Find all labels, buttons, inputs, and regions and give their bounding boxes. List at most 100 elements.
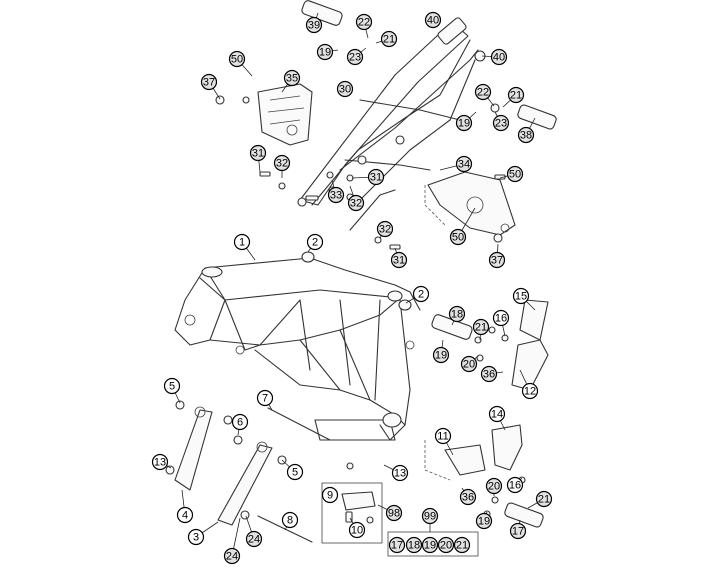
callout-label: 19 (478, 516, 490, 528)
callout-label: 39 (308, 20, 320, 32)
callout-label: 35 (286, 73, 298, 85)
callout-label: 99 (424, 511, 436, 523)
callout-circle (421, 507, 439, 525)
callout-label: 13 (154, 457, 166, 469)
callout-label: 5 (169, 381, 175, 393)
callout-label: 2 (418, 289, 424, 301)
callout-c14: 14 (488, 405, 506, 423)
callout-c20b: 20 (485, 477, 503, 495)
callout-c50a: 50 (228, 50, 246, 68)
callout-circle (336, 80, 354, 98)
callout-c31a: 31 (249, 144, 267, 162)
callout-label: 6 (237, 417, 243, 429)
callout-c20a: 20 (460, 355, 478, 373)
callout-c33: 33 (327, 186, 345, 204)
callout-c18a: 18 (448, 305, 466, 323)
callout-c37b: 37 (488, 251, 506, 269)
callout-label: 32 (350, 198, 362, 210)
long-bolt-7 (267, 407, 331, 441)
lower-footpeg (504, 502, 544, 528)
upper-hardware (215, 50, 506, 250)
callout-c24a: 24 (223, 547, 241, 565)
callout-c5a: 5 (163, 377, 181, 395)
callout-label: 2 (312, 237, 318, 249)
callout-c6: 6 (231, 413, 249, 431)
callout-circle (485, 477, 503, 495)
callout-label: 20 (488, 481, 500, 493)
callout-label: 40 (427, 15, 439, 27)
callout-label: 19 (319, 47, 331, 59)
callout-label: 31 (370, 172, 382, 184)
callout-label: 40 (493, 52, 505, 64)
callout-label: 9 (327, 490, 333, 502)
callout-label: 19 (435, 350, 447, 362)
callout-c12: 12 (521, 382, 539, 400)
callout-circle (380, 30, 398, 48)
callout-c18b: 18 (405, 536, 423, 554)
callout-label: 7 (262, 393, 268, 405)
callout-circle (281, 511, 299, 529)
callout-circle (305, 16, 323, 34)
callout-circle (506, 476, 524, 494)
callout-circle (434, 427, 452, 445)
callout-circle (460, 355, 478, 373)
callout-circle (163, 377, 181, 395)
callout-c9: 9 (321, 486, 339, 504)
callout-label: 30 (339, 84, 351, 96)
callout-label: 17 (512, 526, 524, 538)
callout-circle (453, 536, 471, 554)
callout-c21b: 21 (507, 86, 525, 104)
callout-label: 14 (491, 409, 503, 421)
callout-circle (507, 86, 525, 104)
callout-c23b: 23 (492, 114, 510, 132)
callout-c16b: 16 (506, 476, 524, 494)
callout-circle (390, 251, 408, 269)
callout-c19c: 19 (432, 346, 450, 364)
callout-circle (437, 536, 455, 554)
callout-c22b: 22 (474, 83, 492, 101)
callout-label: 50 (509, 169, 521, 181)
callout-c50b: 50 (506, 165, 524, 183)
callout-c37a: 37 (200, 73, 218, 91)
callout-circle (231, 413, 249, 431)
callout-label: 23 (495, 118, 507, 130)
callout-circle (355, 13, 373, 31)
right-rear-brackets (424, 299, 549, 481)
callout-circle (249, 144, 267, 162)
callout-circle (327, 186, 345, 204)
callout-circle (475, 512, 493, 530)
callout-c7: 7 (256, 389, 274, 407)
callout-label: 21 (510, 90, 522, 102)
callout-label: 19 (424, 540, 436, 552)
callout-c36b: 36 (459, 488, 477, 506)
callout-c19d: 19 (475, 512, 493, 530)
callout-c34: 34 (455, 155, 473, 173)
callout-label: 16 (509, 480, 521, 492)
callout-circle (187, 528, 205, 546)
callout-label: 11 (437, 431, 448, 443)
left-linkage (165, 400, 287, 526)
callout-circle (512, 287, 530, 305)
callout-c4: 4 (176, 506, 194, 524)
callout-label: 36 (462, 492, 474, 504)
callout-circle (521, 382, 539, 400)
callout-label: 18 (451, 309, 463, 321)
callout-circle (492, 309, 510, 327)
callout-circle (245, 530, 263, 548)
callout-c8: 8 (281, 511, 299, 529)
callout-label: 31 (393, 255, 405, 267)
callout-label: 3 (193, 532, 199, 544)
kit-box-9 (321, 482, 383, 544)
callout-circle (405, 536, 423, 554)
callout-c32c: 32 (376, 220, 394, 238)
callout-circle (388, 536, 406, 554)
callout-c35: 35 (283, 69, 301, 87)
callout-label: 50 (452, 232, 464, 244)
callout-label: 37 (203, 77, 215, 89)
callout-label: 18 (408, 540, 420, 552)
callout-c19b: 19 (455, 114, 473, 132)
callout-circle (474, 83, 492, 101)
callout-label: 20 (440, 540, 452, 552)
